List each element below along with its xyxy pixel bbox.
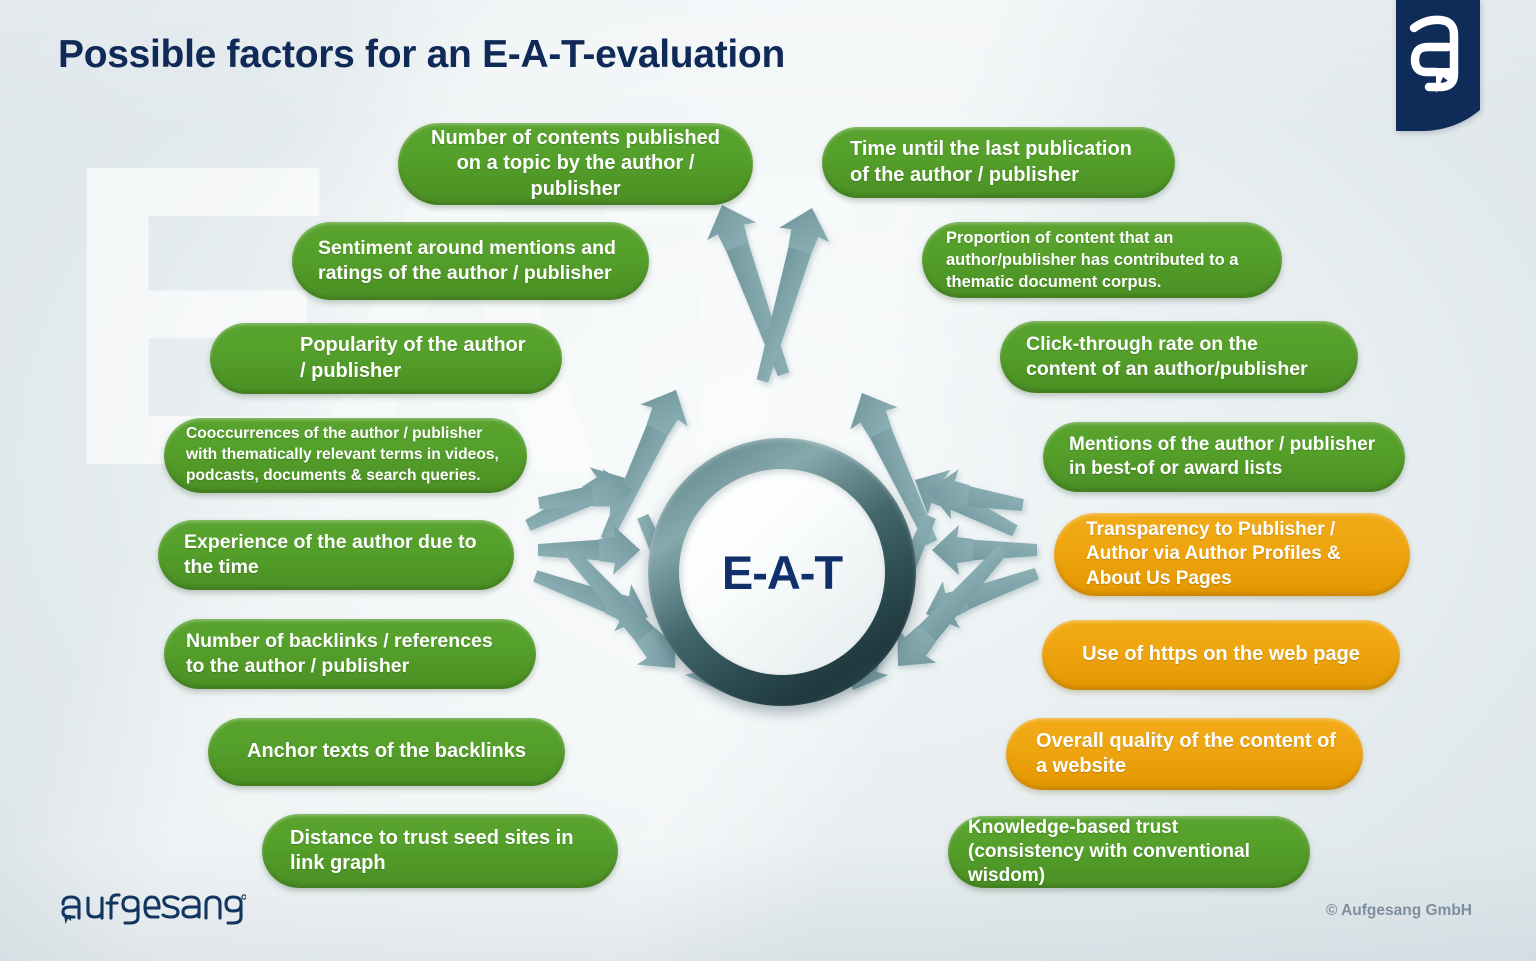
hub-label: E-A-T <box>721 545 843 599</box>
aufgesang-a-icon <box>1396 0 1480 131</box>
factor-label: Transparency to Publisher / Author via A… <box>1086 519 1341 589</box>
factor-anchor-texts-of-backlinks[interactable]: Anchor texts of the backlinks <box>208 718 565 786</box>
factor-number-of-contents[interactable]: Number of contents published on a topic … <box>398 123 753 205</box>
factor-label: Proportion of content that an author/pub… <box>946 228 1239 292</box>
factor-label: Distance to trust seed sites in link gra… <box>290 826 574 874</box>
factor-click-through-rate[interactable]: Click-through rate on the content of an … <box>1000 321 1358 393</box>
aufgesang-wordmark <box>60 891 246 925</box>
factor-label: Anchor texts of the backlinks <box>247 740 526 763</box>
factor-use-of-https[interactable]: Use of https on the web page <box>1042 620 1400 690</box>
eat-hub: E-A-T <box>648 438 916 712</box>
factor-label: Overall quality of the content of a webs… <box>1036 729 1337 777</box>
factor-label: Click-through rate on the content of an … <box>1026 333 1308 380</box>
factor-label: Cooccurrences of the author / publisher … <box>186 425 499 484</box>
factor-label: Sentiment around mentions and ratings of… <box>318 237 616 284</box>
factor-distance-to-trust-seed-sites[interactable]: Distance to trust seed sites in link gra… <box>262 814 618 888</box>
factor-time-until-last-publication[interactable]: Time until the last publication of the a… <box>822 127 1175 198</box>
factor-label: Use of https on the web page <box>1082 643 1360 666</box>
factor-label: Number of backlinks / references to the … <box>186 630 493 677</box>
factor-label: Experience of the author due to the time <box>184 531 477 578</box>
factor-cooccurrences-of-author[interactable]: Cooccurrences of the author / publisher … <box>164 418 527 493</box>
factor-label: Popularity of the author / publisher <box>300 334 526 382</box>
factor-label: Knowledge-based trust (consistency with … <box>968 817 1250 886</box>
copyright-text: © Aufgesang GmbH <box>1325 902 1472 919</box>
factor-knowledge-based-trust[interactable]: Knowledge-based trust (consistency with … <box>948 816 1310 888</box>
factor-label: Number of contents published on a topic … <box>431 127 720 200</box>
factor-label: Time until the last publication of the a… <box>850 138 1132 186</box>
factor-number-of-backlinks[interactable]: Number of backlinks / references to the … <box>164 619 536 689</box>
hub-inner-circle: E-A-T <box>679 469 885 675</box>
factor-sentiment-around-mentions[interactable]: Sentiment around mentions and ratings of… <box>292 222 649 300</box>
factor-proportion-of-content[interactable]: Proportion of content that an author/pub… <box>922 222 1282 298</box>
factor-experience-of-author[interactable]: Experience of the author due to the time <box>158 520 514 590</box>
factor-label: Mentions of the author / publisher in be… <box>1069 434 1376 479</box>
page-title: Possible factors for an E-A-T-evaluation <box>58 33 785 76</box>
factor-popularity-of-author[interactable]: Popularity of the author / publisher <box>210 323 562 394</box>
factor-overall-quality-of-content[interactable]: Overall quality of the content of a webs… <box>1006 718 1363 790</box>
factor-mentions-in-award-lists[interactable]: Mentions of the author / publisher in be… <box>1043 422 1405 492</box>
factor-transparency-to-publisher[interactable]: Transparency to Publisher / Author via A… <box>1054 513 1410 596</box>
